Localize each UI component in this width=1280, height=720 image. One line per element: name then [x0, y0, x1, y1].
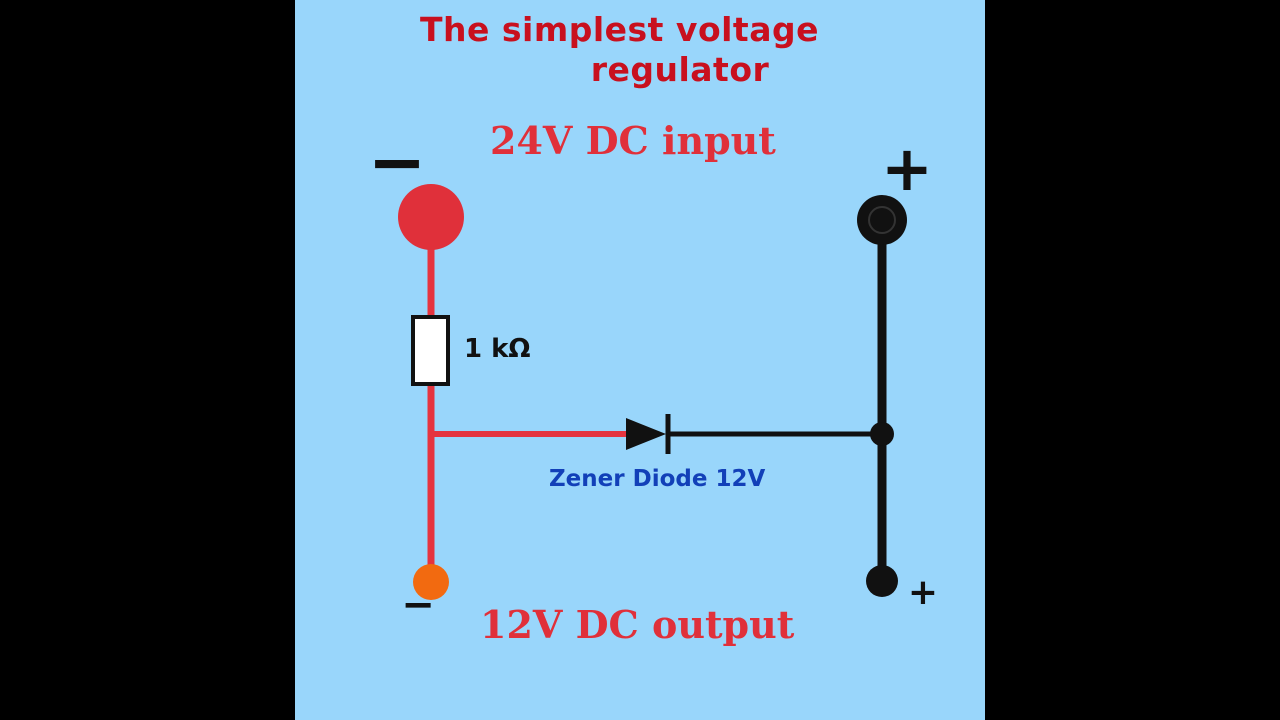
- diagram-panel: [295, 0, 985, 720]
- input-voltage-label: 24V DC input: [490, 118, 776, 163]
- resistor-value-label: 1 kΩ: [464, 334, 531, 364]
- rail-junction-dot: [870, 422, 894, 446]
- input-negative-terminal-icon: [398, 184, 464, 250]
- input-positive-terminal-icon: [857, 195, 907, 245]
- input-positive-sign: +: [881, 132, 933, 205]
- output-positive-terminal-icon: [866, 565, 898, 597]
- title-line-2: regulator: [590, 50, 770, 89]
- zener-diode-icon: [626, 414, 671, 454]
- output-negative-sign: −: [401, 582, 435, 628]
- resistor-icon: [411, 315, 450, 386]
- output-voltage-label: 12V DC output: [480, 602, 795, 647]
- output-negative-terminal-icon: [413, 564, 449, 600]
- zener-diode-label: Zener Diode 12V: [549, 466, 766, 492]
- output-positive-sign: +: [908, 572, 938, 613]
- title-line-1: The simplest voltage: [420, 10, 819, 49]
- input-positive-terminal-ring: [868, 206, 896, 234]
